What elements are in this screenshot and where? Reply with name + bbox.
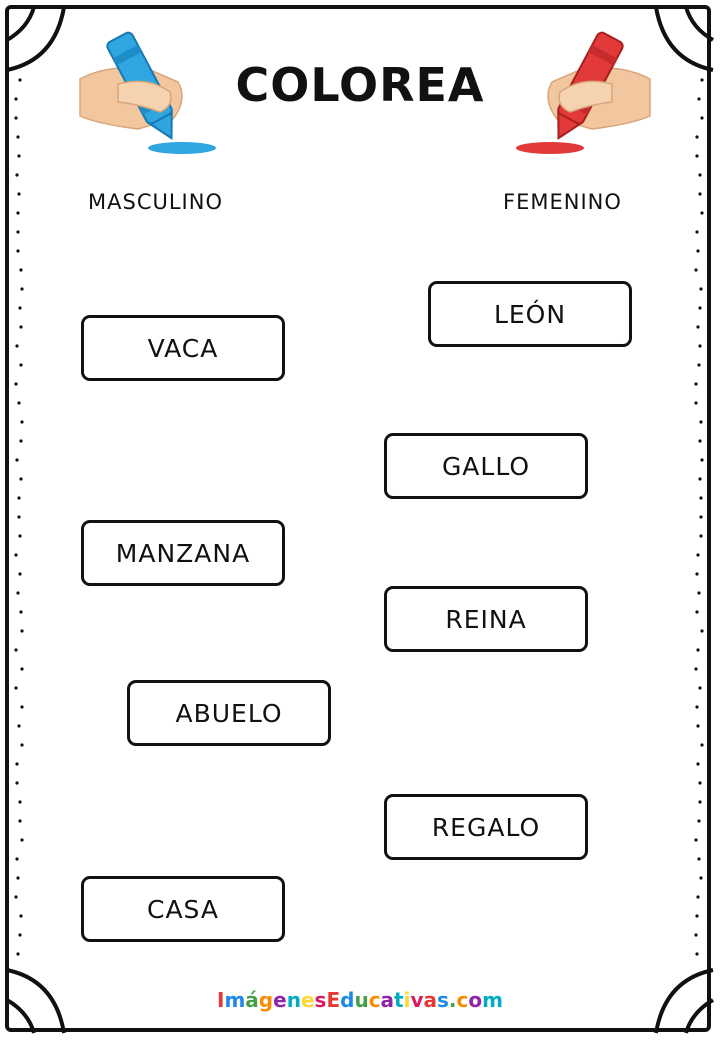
word-box-reina[interactable]: REINA bbox=[384, 586, 588, 652]
blue-paint-splash bbox=[148, 142, 216, 154]
word-box-abuelo[interactable]: ABUELO bbox=[127, 680, 331, 746]
page-frame bbox=[5, 5, 711, 1032]
word-box-regalo[interactable]: REGALO bbox=[384, 794, 588, 860]
feminine-label: FEMENINO bbox=[503, 190, 622, 214]
masculine-label: MASCULINO bbox=[88, 190, 223, 214]
right-dotted-border bbox=[694, 78, 704, 956]
left-dotted-border bbox=[14, 78, 24, 956]
site-watermark: ImágenesEducativas.com bbox=[217, 988, 503, 1012]
word-box-leon[interactable]: LEÓN bbox=[428, 281, 632, 347]
word-box-casa[interactable]: CASA bbox=[81, 876, 285, 942]
red-crayon-hand-icon bbox=[516, 31, 651, 154]
red-paint-splash bbox=[516, 142, 584, 154]
word-box-vaca[interactable]: VACA bbox=[81, 315, 285, 381]
word-box-manzana[interactable]: MANZANA bbox=[81, 520, 285, 586]
page-title: COLOREA bbox=[235, 58, 485, 112]
word-box-gallo[interactable]: GALLO bbox=[384, 433, 588, 499]
blue-crayon-hand-icon bbox=[79, 31, 216, 154]
